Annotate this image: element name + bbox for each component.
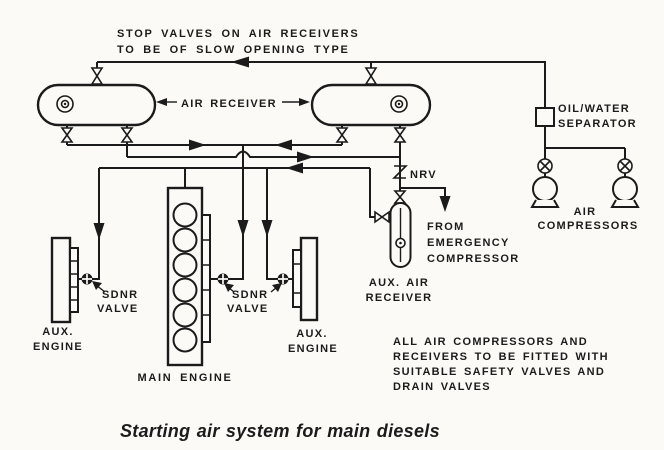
aux-engine-left-label-line1: AUX. xyxy=(42,326,73,338)
receiver-port-icon xyxy=(56,95,74,113)
aux-engine-right xyxy=(292,236,319,322)
compressor-valve-icon xyxy=(537,158,553,174)
air-compressor-icon xyxy=(610,176,640,208)
stop-valve-icon xyxy=(120,127,134,143)
cylinder-icon xyxy=(172,277,198,303)
flow-arrow-down-icon xyxy=(439,196,451,212)
stop-valves xyxy=(60,67,407,224)
flow-arrow-right-icon xyxy=(297,151,314,163)
sdnr-valve-icon xyxy=(217,273,229,285)
aux-engine-right-label-line2: ENGINE xyxy=(288,343,338,355)
labels: STOP VALVES ON AIR RECEIVERS TO BE OF SL… xyxy=(33,28,638,441)
sdnr-valve-icon xyxy=(81,273,93,285)
air-receiver-right xyxy=(310,83,432,127)
flow-arrows xyxy=(93,56,451,240)
separator-label-line2: SEPARATOR xyxy=(558,118,637,130)
air-compressor-icon xyxy=(530,176,560,208)
stop-valve-icon xyxy=(90,67,104,85)
bottom-note-line2: RECEIVERS TO BE FITTED WITH xyxy=(393,351,609,363)
label-arrow-right-icon xyxy=(299,98,310,106)
sdnr-valve-icon xyxy=(277,273,289,285)
cylinder-icon xyxy=(172,252,198,278)
flow-arrow-down-icon xyxy=(261,220,273,237)
cylinder-icon xyxy=(172,227,198,253)
pointer-arrow-icon xyxy=(92,281,102,290)
main-engine-label: MAIN ENGINE xyxy=(137,372,232,384)
compressors-label-line1: AIR xyxy=(574,206,597,218)
cylinder-icon xyxy=(172,327,198,353)
flow-arrow-down-icon xyxy=(93,223,105,240)
aux-air-receiver xyxy=(389,202,412,268)
main-engine xyxy=(166,186,211,367)
aux-engine-left-label-line2: ENGINE xyxy=(33,341,83,353)
aux-engine-left xyxy=(50,236,79,324)
emergency-label-line1: FROM xyxy=(427,221,465,233)
receiver-port-icon xyxy=(390,95,408,113)
nrv-label: NRV xyxy=(410,169,437,181)
sdnr-main-label-line2: VALVE xyxy=(227,303,269,315)
compressors-label-line2: COMPRESSORS xyxy=(537,220,638,232)
stop-valve-icon xyxy=(393,190,407,204)
check-valve-icon xyxy=(374,210,390,224)
flow-arrow-down-icon xyxy=(237,220,249,237)
sdnr-left-label-line2: VALVE xyxy=(97,303,139,315)
stop-valve-icon xyxy=(335,127,349,143)
label-arrow-left-icon xyxy=(156,98,167,106)
compressor-valve-icon xyxy=(617,158,633,174)
flow-arrow-left-icon xyxy=(231,56,249,68)
aux-air-receiver-label-line2: RECEIVER xyxy=(366,292,433,304)
bottom-note-line1: ALL AIR COMPRESSORS AND xyxy=(393,336,588,348)
nrv-icon xyxy=(392,165,408,179)
sdnr-left-label-line1: SDNR xyxy=(102,289,138,301)
bottom-note-line3: SUITABLE SAFETY VALVES AND xyxy=(393,366,605,378)
air-receiver-label: AIR RECEIVER xyxy=(181,98,277,110)
bottom-note-line4: DRAIN VALVES xyxy=(393,381,491,393)
top-note-line2: TO BE OF SLOW OPENING TYPE xyxy=(117,44,350,56)
aux-engine-right-label-line1: AUX. xyxy=(296,328,327,340)
sdnr-main-label-line1: SDNR xyxy=(232,289,268,301)
air-receiver-left xyxy=(36,83,157,127)
cylinder-icon xyxy=(172,202,198,228)
stop-valve-icon xyxy=(60,127,74,143)
figure-caption: Starting air system for main diesels xyxy=(120,421,440,441)
receiver-port-icon xyxy=(395,237,406,249)
emergency-label-line3: COMPRESSOR xyxy=(427,253,519,265)
cylinder-icon xyxy=(172,302,198,328)
top-note-line1: STOP VALVES ON AIR RECEIVERS xyxy=(117,28,359,40)
separator-label-line1: OIL/WATER xyxy=(558,103,630,115)
annotation-arrows xyxy=(92,98,310,293)
pointer-arrow-icon xyxy=(224,283,234,292)
stop-valve-icon xyxy=(364,67,378,85)
flow-arrow-right-icon xyxy=(189,139,206,151)
emergency-label-line2: EMERGENCY xyxy=(427,237,510,249)
flow-arrow-left-icon xyxy=(275,139,292,151)
stop-valve-icon xyxy=(393,127,407,143)
flow-arrow-left-icon xyxy=(286,162,303,174)
pointer-arrow-icon xyxy=(272,283,282,292)
oil-water-separator-icon xyxy=(535,107,555,127)
aux-air-receiver-label-line1: AUX. AIR xyxy=(369,277,429,289)
